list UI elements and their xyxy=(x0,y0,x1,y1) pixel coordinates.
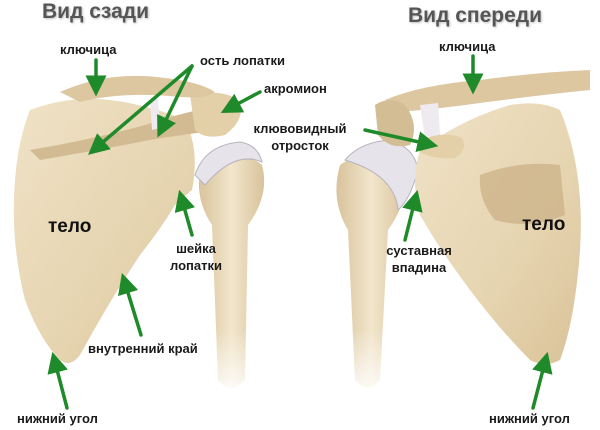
label-acromion: акромион xyxy=(264,81,327,96)
label-glenoid-cavity: суставная впадина xyxy=(374,242,464,276)
label-scapular-neck-line2: лопатки xyxy=(170,258,222,273)
label-inferior-angle-front: нижний угол xyxy=(489,411,570,426)
label-scapular-neck-line1: шейка xyxy=(176,241,216,256)
label-scapular-spine: ость лопатки xyxy=(200,53,285,68)
label-body-back: тело xyxy=(48,216,92,237)
front-view-title: Вид спереди xyxy=(408,4,543,27)
label-scapular-neck: шейка лопатки xyxy=(160,240,232,274)
label-coracoid-process: клювовидный отросток xyxy=(236,120,364,154)
label-clavicle-front: ключица xyxy=(439,39,496,54)
label-coracoid-line2: отросток xyxy=(271,138,329,153)
pointer-arrows xyxy=(47,54,553,410)
front-view-bones xyxy=(336,70,590,388)
back-view-title: Вид сзади xyxy=(42,0,149,23)
label-glenoid-line1: суставная xyxy=(386,243,452,258)
label-inferior-angle-back: нижний угол xyxy=(17,411,98,426)
label-coracoid-line1: клювовидный xyxy=(253,121,347,136)
label-body-front: тело xyxy=(522,214,566,235)
label-glenoid-line2: впадина xyxy=(391,260,447,275)
label-clavicle-back: ключица xyxy=(60,42,117,57)
label-medial-border: внутренний край xyxy=(88,341,198,356)
